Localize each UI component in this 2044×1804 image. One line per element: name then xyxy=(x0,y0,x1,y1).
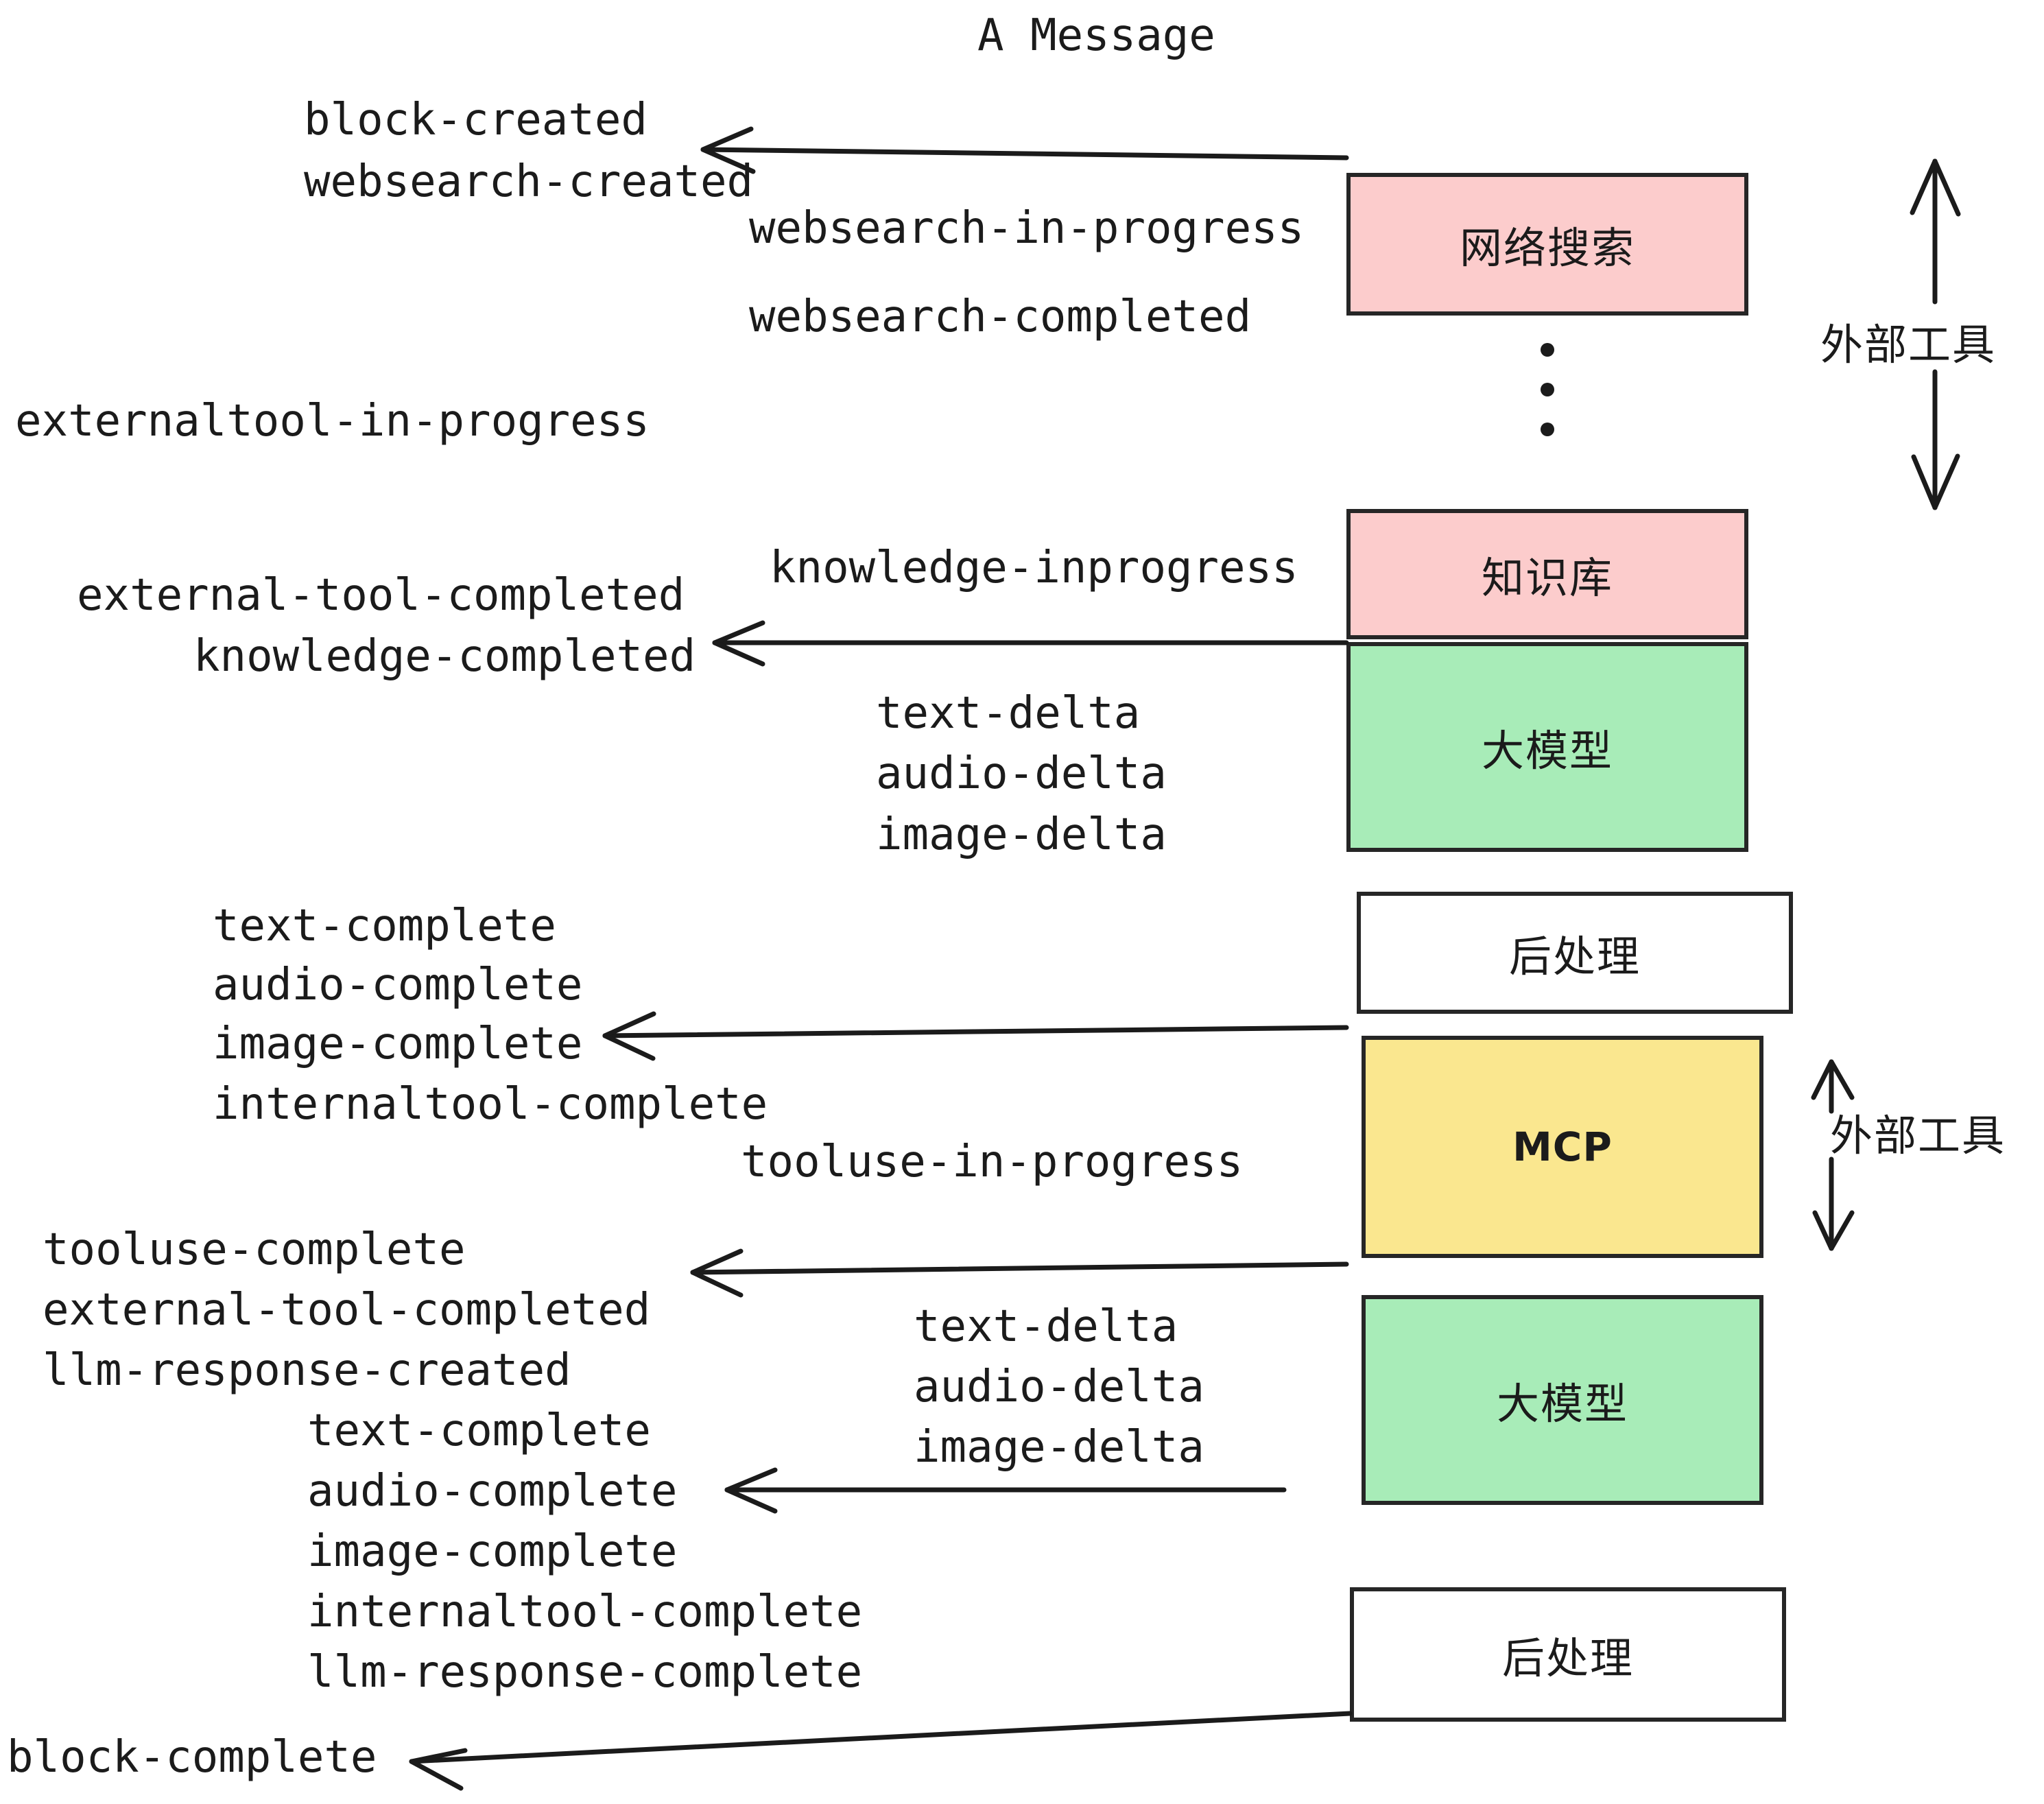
node-postprocess-1[interactable]: 后处理 xyxy=(1357,892,1793,1014)
event-internaltool-complete-2: internaltool-complete xyxy=(307,1587,863,1637)
event-image-complete-1: image-complete xyxy=(213,1019,583,1069)
arrow-mcp-to-tooluse-complete xyxy=(690,1248,1349,1298)
node-postprocess-1-label: 后处理 xyxy=(1508,931,1641,982)
event-image-delta-2: image-delta xyxy=(914,1422,1204,1473)
event-audio-complete-1: audio-complete xyxy=(213,960,583,1010)
node-postprocess-2-label: 后处理 xyxy=(1501,1633,1634,1683)
event-image-complete-2: image-complete xyxy=(307,1526,678,1577)
arrow-websearch-to-block-created xyxy=(700,126,1349,174)
event-text-delta-2: text-delta xyxy=(914,1301,1178,1352)
event-tooluse-in-progress: tooluse-in-progress xyxy=(741,1137,1244,1187)
event-knowledge-completed: knowledge-completed xyxy=(193,631,696,682)
event-llm-response-created: llm-response-created xyxy=(43,1345,571,1396)
node-knowledge[interactable]: 知识库 xyxy=(1346,509,1748,639)
event-block-complete: block-complete xyxy=(7,1732,377,1783)
node-llm-2[interactable]: 大模型 xyxy=(1362,1295,1763,1505)
event-tooluse-complete: tooluse-complete xyxy=(43,1224,466,1275)
event-llm-response-complete: llm-response-complete xyxy=(307,1647,863,1698)
event-audio-complete-2: audio-complete xyxy=(307,1466,678,1517)
node-llm-1[interactable]: 大模型 xyxy=(1346,642,1748,852)
event-external-tool-completed-1: external-tool-completed xyxy=(77,570,685,621)
arrow-llm2-to-audio-complete xyxy=(724,1467,1287,1514)
event-knowledge-inprogress: knowledge-inprogress xyxy=(770,543,1298,593)
event-websearch-created: websearch-created xyxy=(304,156,754,207)
event-text-complete-2: text-complete xyxy=(307,1405,651,1456)
arrow-postprocess2-to-block-complete xyxy=(409,1711,1353,1791)
event-external-tool-completed-2: external-tool-completed xyxy=(43,1285,651,1336)
node-mcp-label: MCP xyxy=(1512,1124,1613,1170)
node-mcp[interactable]: MCP xyxy=(1362,1036,1763,1258)
event-websearch-in-progress: websearch-in-progress xyxy=(749,203,1305,254)
event-text-delta-1: text-delta xyxy=(876,688,1141,739)
node-websearch[interactable]: 网络搜索 xyxy=(1346,173,1748,316)
event-audio-delta-1: audio-delta xyxy=(876,748,1167,799)
node-llm-1-label: 大模型 xyxy=(1481,726,1613,776)
arrow-knowledge-to-knowledge-completed xyxy=(712,620,1349,667)
node-knowledge-label: 知识库 xyxy=(1481,553,1613,603)
event-image-delta-1: image-delta xyxy=(876,809,1167,860)
event-websearch-completed: websearch-completed xyxy=(749,292,1252,342)
node-llm-2-label: 大模型 xyxy=(1496,1379,1628,1429)
event-text-complete-1: text-complete xyxy=(213,901,556,951)
label-external-tool-bottom: 外部工具 xyxy=(1830,1111,2006,1161)
node-postprocess-2[interactable]: 后处理 xyxy=(1350,1587,1786,1722)
node-websearch-label: 网络搜索 xyxy=(1459,223,1635,273)
event-externaltool-in-progress: externaltool-in-progress xyxy=(15,396,650,447)
label-external-tool-top: 外部工具 xyxy=(1820,320,1997,370)
event-audio-delta-2: audio-delta xyxy=(914,1362,1204,1412)
diagram-title: A Message xyxy=(977,10,1215,61)
event-block-created: block-created xyxy=(304,95,647,145)
arrow-postprocess1-to-image-complete xyxy=(602,1011,1349,1061)
event-internaltool-complete-1: internaltool-complete xyxy=(213,1079,768,1130)
